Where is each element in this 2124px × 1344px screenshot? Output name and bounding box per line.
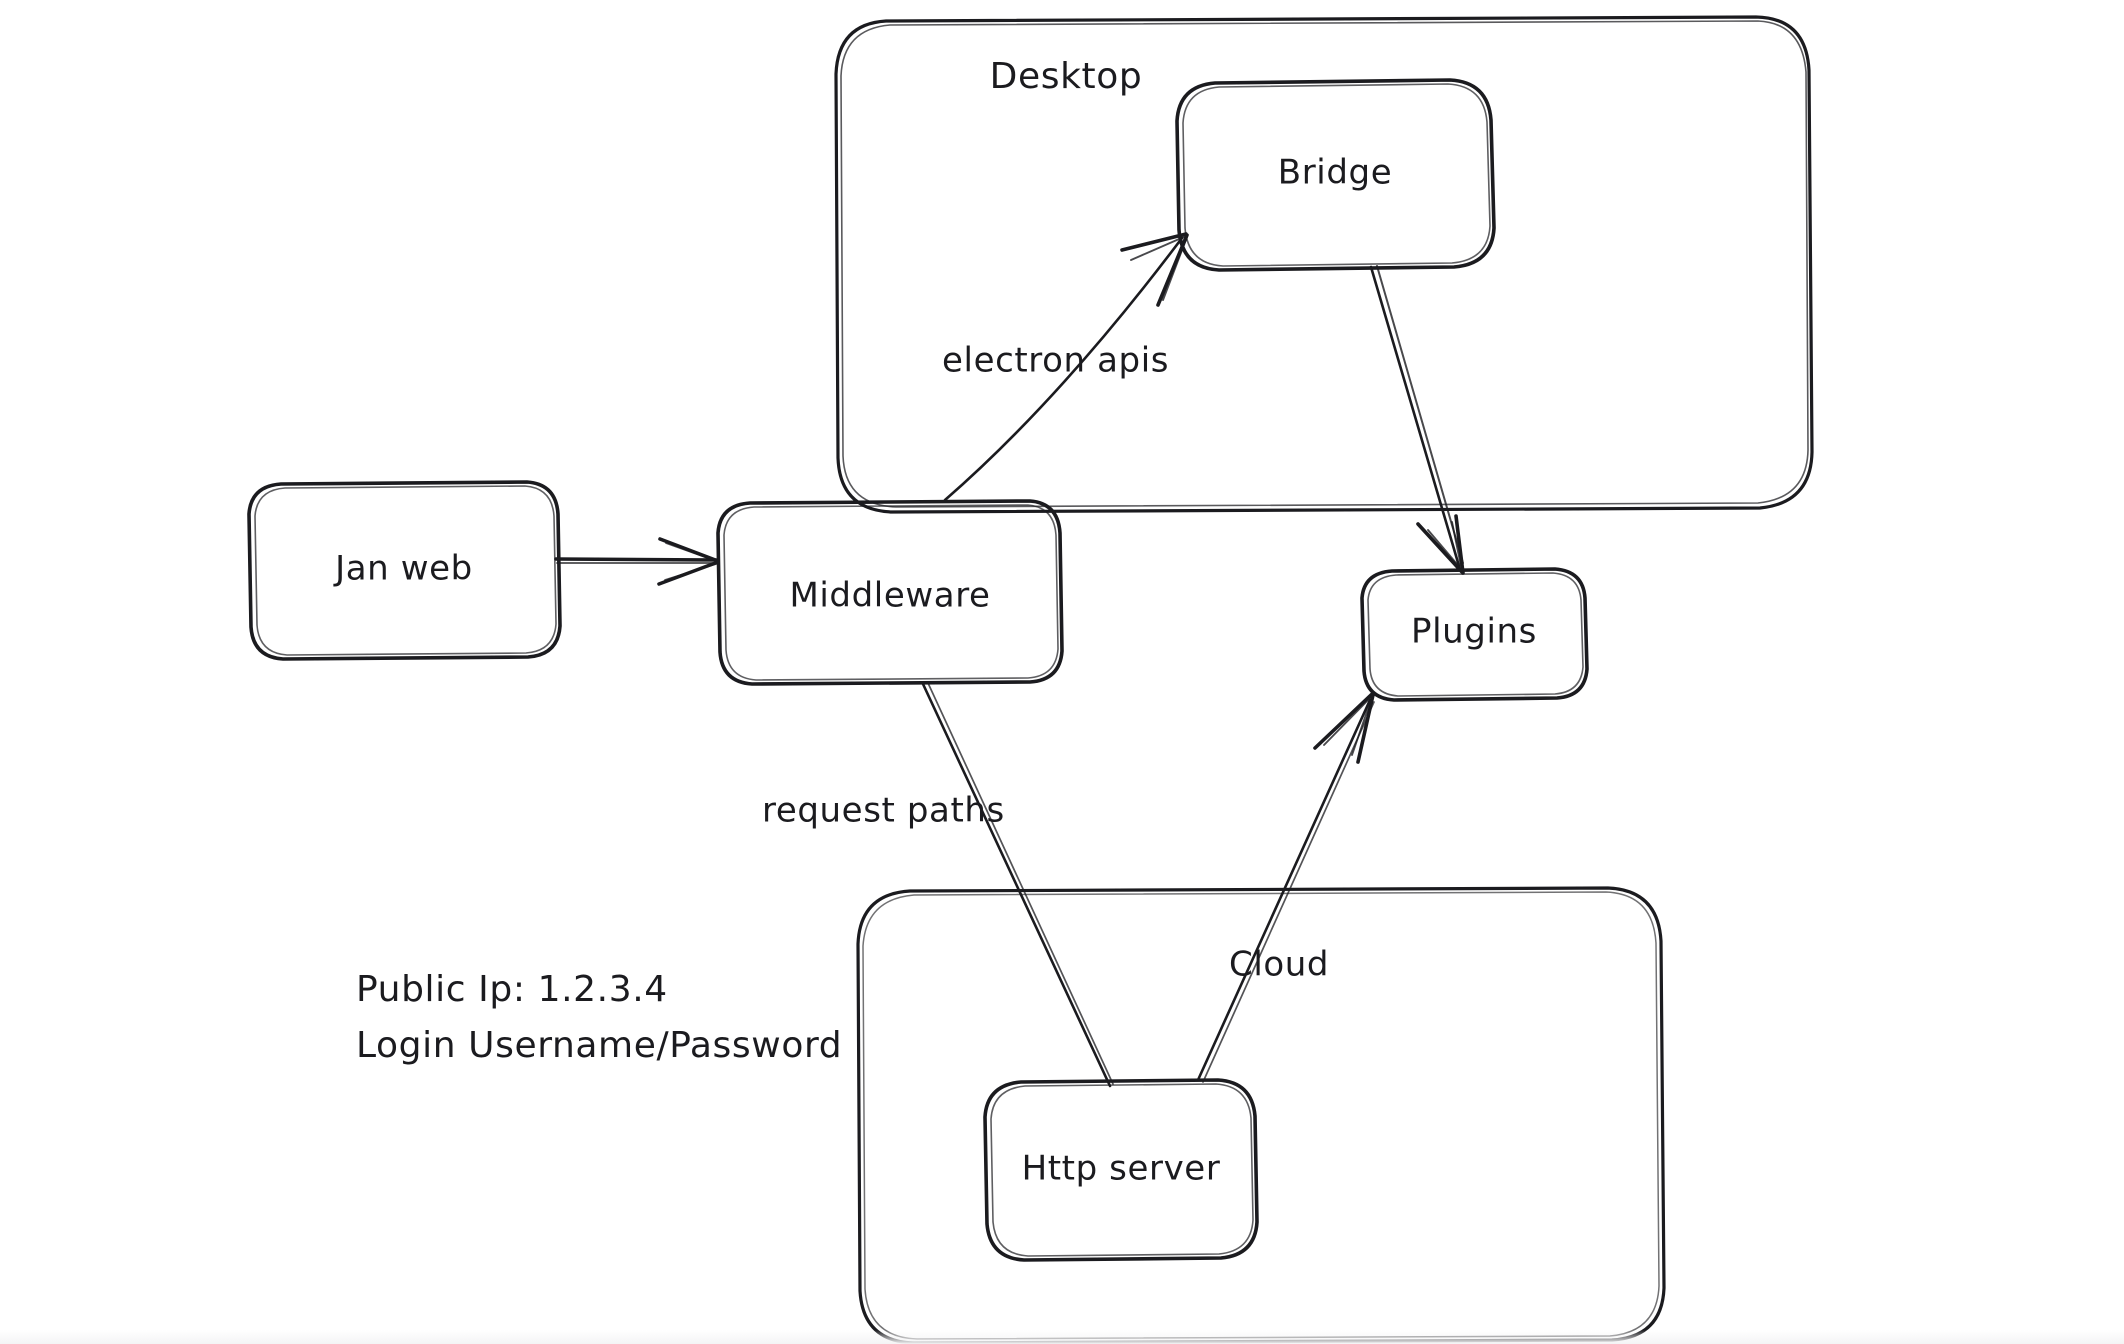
node-jan-web[interactable]: Jan web <box>247 480 562 661</box>
note-login: Login Username/Password <box>356 1025 842 1066</box>
edge-label-cloud: Cloud <box>1229 945 1329 985</box>
node-middleware-label: Middleware <box>789 576 990 616</box>
container-desktop[interactable]: Desktop <box>834 15 1814 514</box>
node-middleware[interactable]: Middleware <box>716 499 1064 686</box>
node-http-server-label: Http server <box>1022 1149 1221 1189</box>
container-desktop-label: Desktop <box>990 56 1143 97</box>
node-bridge[interactable]: Bridge <box>1175 78 1496 272</box>
note-public-ip: Public Ip: 1.2.3.4 <box>356 969 668 1010</box>
node-plugins-label: Plugins <box>1411 612 1537 652</box>
notes-block: Public Ip: 1.2.3.4 Login Username/Passwo… <box>356 969 842 1066</box>
arrowhead-plugins-top <box>1416 514 1465 575</box>
edge-label-request-paths: request paths <box>762 791 1005 831</box>
edge-label-electron-apis: electron apis <box>942 341 1169 381</box>
edge-middleware-to-httpserver[interactable]: request paths <box>762 682 1114 1088</box>
node-bridge-label: Bridge <box>1278 153 1392 193</box>
arrowhead-plugins-bottom <box>1313 692 1375 764</box>
node-jan-web-label: Jan web <box>333 549 473 589</box>
edge-bridge-to-plugins[interactable] <box>1369 265 1465 575</box>
node-http-server[interactable]: Http server <box>983 1078 1259 1262</box>
edge-httpserver-to-plugins[interactable]: Cloud <box>1196 692 1375 1083</box>
node-plugins[interactable]: Plugins <box>1360 567 1589 702</box>
edge-middleware-to-bridge[interactable]: electron apis <box>942 232 1189 502</box>
edge-janweb-to-middleware[interactable] <box>554 537 720 586</box>
